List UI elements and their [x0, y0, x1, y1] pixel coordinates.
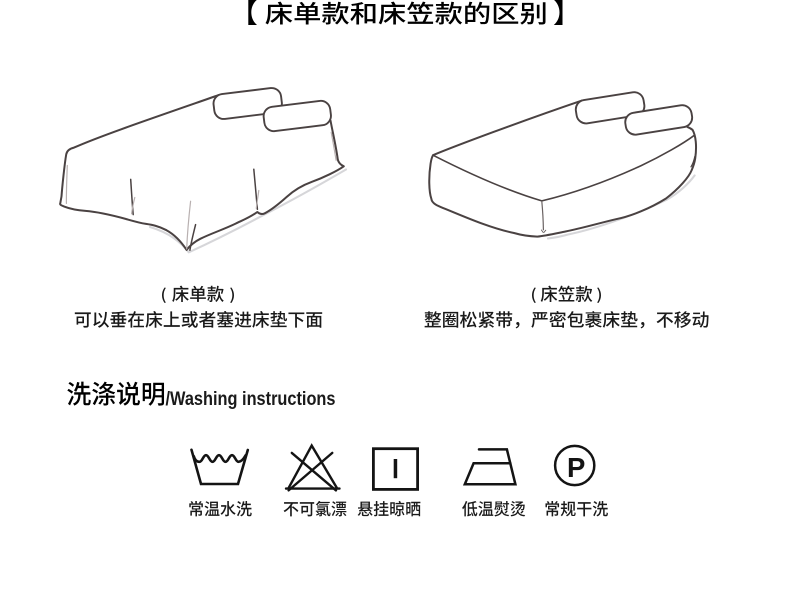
svg-text:/Washing instructions: /Washing instructions: [166, 389, 336, 410]
svg-text:P: P: [567, 452, 585, 483]
